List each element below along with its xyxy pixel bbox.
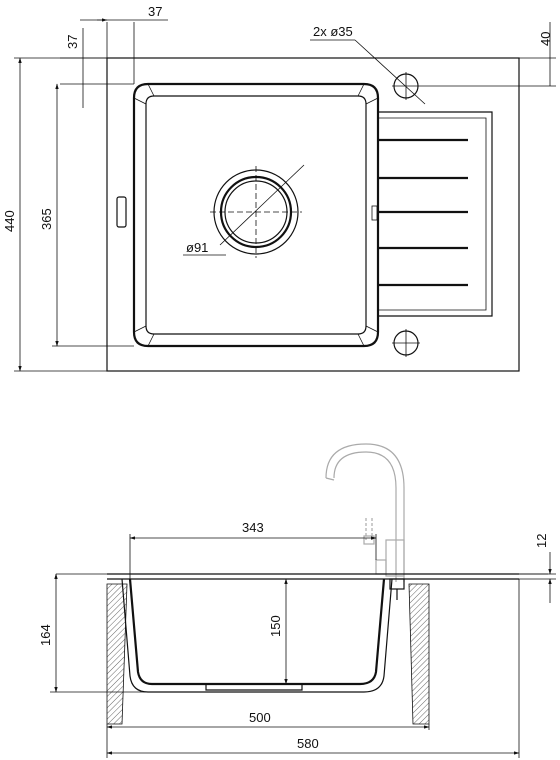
drain	[210, 164, 305, 258]
worktop-right	[408, 583, 430, 725]
drainer	[371, 111, 493, 317]
dim-bowl-width: 343	[242, 520, 264, 535]
dim-total-depth: 164	[38, 624, 53, 646]
overflow-slot	[116, 196, 127, 228]
bowl-section	[128, 578, 386, 686]
dim-right-offset: 40	[538, 32, 553, 46]
top-view: 37 37 2x ø35 40 440 365 ø91	[2, 4, 556, 372]
dim-drain: ø91	[186, 240, 208, 255]
faucet	[325, 443, 405, 582]
section-view: 343 12 164 150 500 580	[38, 443, 556, 758]
dim-bowl-depth: 150	[268, 615, 283, 637]
dim-top-offset: 37	[65, 35, 80, 49]
dim-bowl-height: 365	[39, 208, 54, 230]
dim-total-height: 440	[2, 210, 17, 232]
dim-overhang: 12	[534, 534, 549, 548]
tap-hole-bottom	[392, 329, 420, 357]
dim-inner-width: 500	[249, 710, 271, 725]
drain-bottom	[205, 684, 303, 691]
dim-tap-offset: 37	[148, 4, 162, 19]
dim-holes: 2x ø35	[313, 24, 353, 39]
tap-hole-top	[392, 72, 420, 100]
sink-outline	[106, 57, 520, 372]
dim-total-width: 580	[297, 736, 319, 751]
worktop-left	[106, 583, 128, 725]
